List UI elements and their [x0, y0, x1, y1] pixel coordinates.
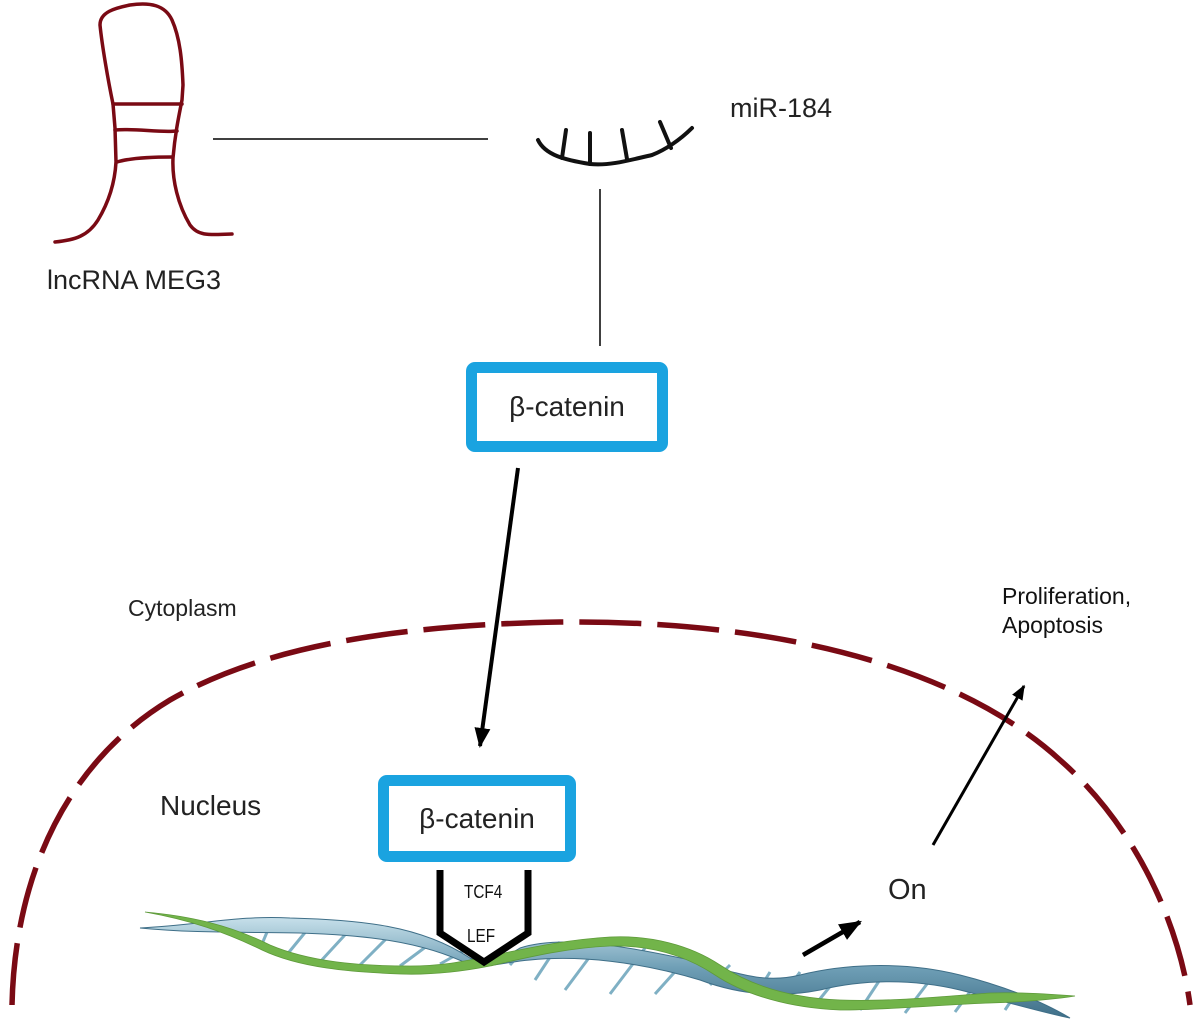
dna-double-helix-icon [139, 911, 1076, 1019]
lncrna-meg3-label: lncRNA MEG3 [47, 265, 222, 295]
lef-label: LEF [467, 926, 496, 946]
outcome-line-proliferation: Proliferation, [1002, 583, 1132, 609]
cytoplasm-label: Cytoplasm [128, 595, 237, 621]
mir184-label: miR-184 [730, 93, 833, 123]
rna-hairpin-icon [53, 2, 234, 244]
bcatenin-cytoplasm-box: β-catenin [466, 362, 668, 452]
bcatenin-nucleus-box: β-catenin [378, 775, 576, 862]
bcatenin-cytoplasm-label: β-catenin [509, 391, 625, 422]
bcatenin-nucleus-label: β-catenin [419, 802, 535, 834]
mirna-comb-icon [536, 120, 694, 167]
on-to-outcome-arrow [931, 684, 1026, 846]
outcome-line-apoptosis: Apoptosis [1002, 611, 1104, 638]
translocation-arrow [474, 467, 520, 748]
nucleus-label: Nucleus [160, 790, 262, 821]
tcf4-label: TCF4 [464, 882, 503, 902]
tcf4-lef-factor-shape [436, 870, 532, 967]
dna-to-on-arrow [801, 920, 862, 957]
on-label: On [888, 874, 927, 906]
nuclear-membrane [9, 619, 1193, 1006]
outcome-label: Proliferation, Apoptosis [1002, 582, 1131, 640]
